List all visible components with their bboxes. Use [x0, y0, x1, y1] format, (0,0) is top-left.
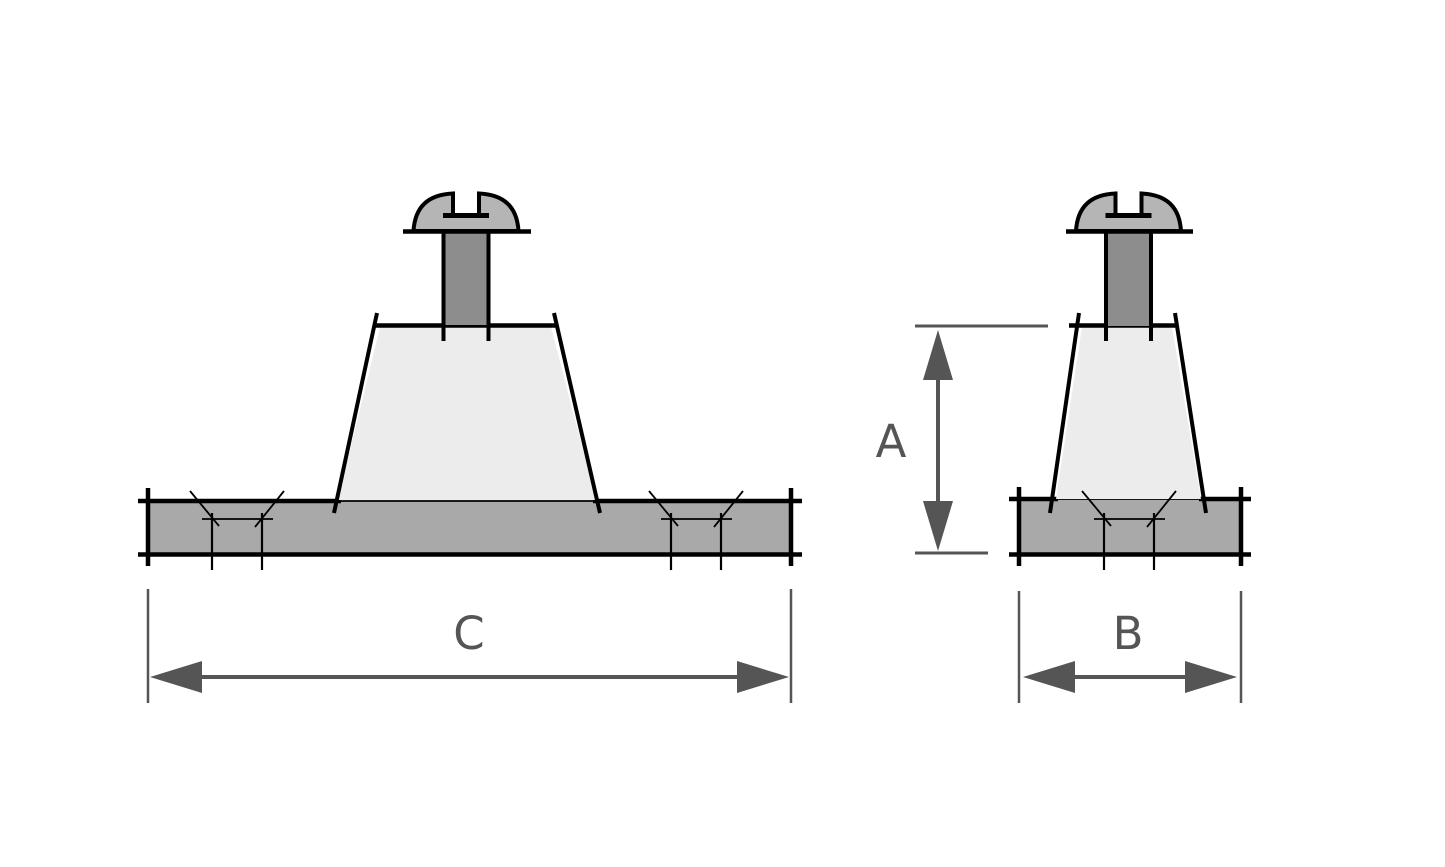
- side-screw: [1066, 191, 1193, 341]
- side-body-fill: [1056, 327, 1201, 499]
- front-countersink-right: [648, 490, 744, 570]
- dimension-B-label: B: [1113, 607, 1144, 660]
- side-screw-head: [1073, 191, 1184, 233]
- countersink-chamfer-line: [713, 490, 744, 528]
- front-body-left-slant: [332, 312, 379, 514]
- front-countersink-left: [189, 490, 285, 570]
- front-base-plate: [138, 488, 802, 566]
- arrowhead-left-icon: [150, 661, 202, 693]
- countersink-chamfer-line: [189, 490, 220, 527]
- side-countersink: [1081, 490, 1177, 570]
- front-screw-head: [411, 191, 521, 233]
- countersink-chamfer-line: [648, 490, 679, 527]
- arrowhead-left-icon: [1023, 661, 1075, 693]
- front-body-fill: [338, 327, 596, 500]
- front-plate-fill: [148, 501, 791, 554]
- arrowhead-up-icon: [923, 330, 953, 380]
- dimension-A-label: A: [876, 415, 907, 468]
- arrowhead-right-icon: [737, 661, 789, 693]
- arrowhead-right-icon: [1185, 661, 1237, 693]
- dimension-B: B: [1017, 591, 1243, 703]
- countersink-chamfer-line: [254, 490, 285, 528]
- dimension-C: C: [146, 589, 793, 703]
- front-screw: [403, 191, 531, 341]
- side-screw-shaft-fill: [1106, 231, 1151, 326]
- front-screw-shaft-fill: [443, 231, 489, 325]
- countersink-chamfer-line: [1146, 490, 1177, 528]
- front-body-right-slant: [552, 312, 602, 514]
- front-view: C: [138, 191, 802, 703]
- side-tapered-body: [1048, 312, 1208, 514]
- side-body-right-slant: [1173, 312, 1208, 514]
- dimension-A: A: [876, 324, 1048, 555]
- arrowhead-down-icon: [923, 501, 953, 551]
- side-view: A B: [876, 191, 1251, 703]
- countersink-chamfer-line: [1081, 490, 1112, 527]
- dimension-C-label: C: [453, 607, 484, 660]
- front-tapered-body: [332, 312, 602, 514]
- side-body-left-slant: [1048, 312, 1081, 514]
